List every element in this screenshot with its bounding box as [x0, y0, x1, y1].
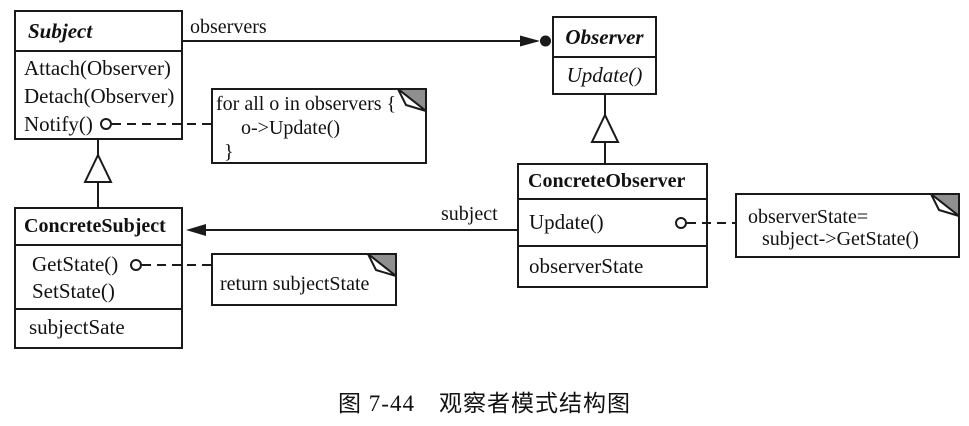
- note-line: subject->GetState(): [762, 228, 919, 250]
- figure-caption: 图 7-44 观察者模式结构图: [338, 391, 631, 416]
- note-line: return subjectState: [220, 273, 370, 295]
- note-fold-icon: [930, 193, 960, 217]
- edge-label-subject: subject: [441, 203, 498, 225]
- subject-arrowhead-icon: [186, 224, 206, 236]
- note-notify-pseudocode: for all o in observers { o->Update() }: [211, 88, 427, 164]
- edge-label-observers: observers: [190, 16, 267, 38]
- class-name-subject: Subject: [16, 12, 181, 52]
- concrete-subject-operations: GetState() SetState(): [16, 246, 181, 310]
- operation-concrete-observer-update: Update(): [519, 200, 706, 247]
- note-line: o->Update(): [241, 117, 341, 139]
- operation-detach: Detach(Observer): [24, 84, 175, 108]
- observers-dot-icon: [540, 35, 551, 47]
- note-line: observerState=: [748, 206, 869, 228]
- class-box-concrete-observer: ConcreteObserver Update() observerState: [517, 163, 708, 288]
- class-box-concrete-subject: ConcreteSubject GetState() SetState() su…: [14, 207, 183, 349]
- operation-getstate: GetState(): [32, 252, 119, 276]
- note-getstate-pseudocode: return subjectState: [211, 253, 397, 306]
- generalization-triangle-icon: [590, 112, 620, 143]
- note-line: }: [224, 141, 234, 163]
- note-fold-icon: [397, 88, 427, 112]
- note-fold-icon: [367, 253, 397, 277]
- generalization-triangle-icon: [83, 152, 113, 183]
- note-line: for all o in observers {: [216, 93, 397, 115]
- attribute-observer-state: observerState: [529, 254, 644, 278]
- operation-setstate: SetState(): [32, 279, 115, 303]
- operation-observer-update: Update(): [566, 63, 643, 87]
- class-name-concrete-subject: ConcreteSubject: [16, 209, 181, 246]
- observers-arrowhead-icon: [520, 35, 540, 47]
- subject-operations: Attach(Observer) Detach(Observer) Notify…: [16, 52, 181, 138]
- class-name-observer: Observer: [554, 18, 655, 58]
- operation-attach: Attach(Observer): [24, 56, 171, 80]
- attribute-subject-sate: subjectSate: [29, 315, 125, 339]
- class-name-concrete-observer: ConcreteObserver: [519, 165, 706, 200]
- operation-notify: Notify(): [24, 112, 93, 136]
- class-box-observer: Observer Update(): [552, 16, 657, 95]
- class-box-subject: Subject Attach(Observer) Detach(Observer…: [14, 10, 183, 140]
- note-update-pseudocode: observerState= subject->GetState(): [735, 193, 960, 258]
